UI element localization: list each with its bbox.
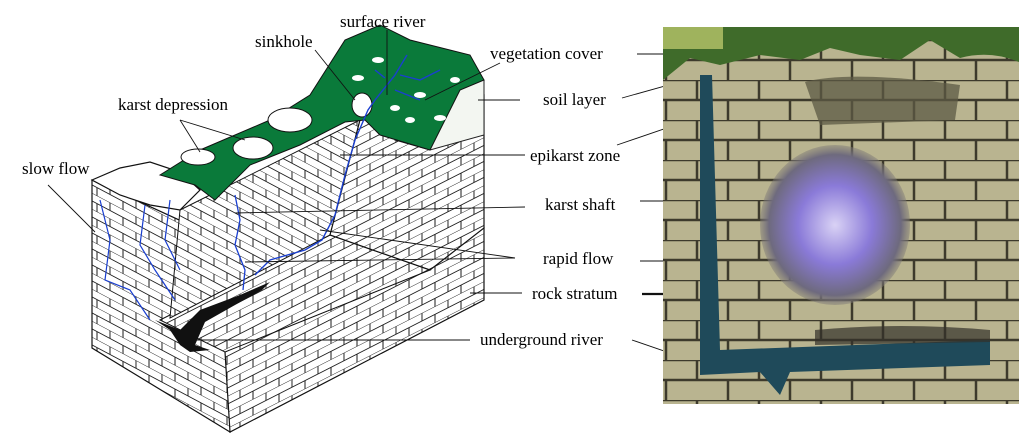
label-vegetation-cover: vegetation cover [490, 44, 603, 63]
slow-flow-line [99, 199, 181, 321]
label-karst-depression: karst depression [118, 95, 229, 114]
label-soil-layer: soil layer [543, 90, 606, 109]
label-underground-river: underground river [480, 330, 603, 349]
label-rock-stratum: rock stratum [532, 284, 618, 303]
label-rapid-flow: rapid flow [543, 249, 614, 268]
photo-water-shaft [700, 75, 990, 395]
surface-river-line [254, 54, 441, 276]
sinkhole-shape [351, 92, 373, 118]
label-slow-flow: slow flow [22, 159, 90, 178]
underground-river-shape [155, 282, 270, 352]
model-photo [663, 27, 1019, 404]
karst-depression-3 [267, 107, 313, 133]
label-karst-shaft: karst shaft [545, 195, 616, 214]
label-epikarst-zone: epikarst zone [530, 146, 621, 165]
karst-shaft-line [234, 194, 246, 291]
label-surface-river: surface river [340, 12, 426, 31]
karst-depression-2 [232, 136, 274, 160]
label-sinkhole: sinkhole [255, 32, 313, 51]
karst-depression-1 [180, 148, 216, 166]
